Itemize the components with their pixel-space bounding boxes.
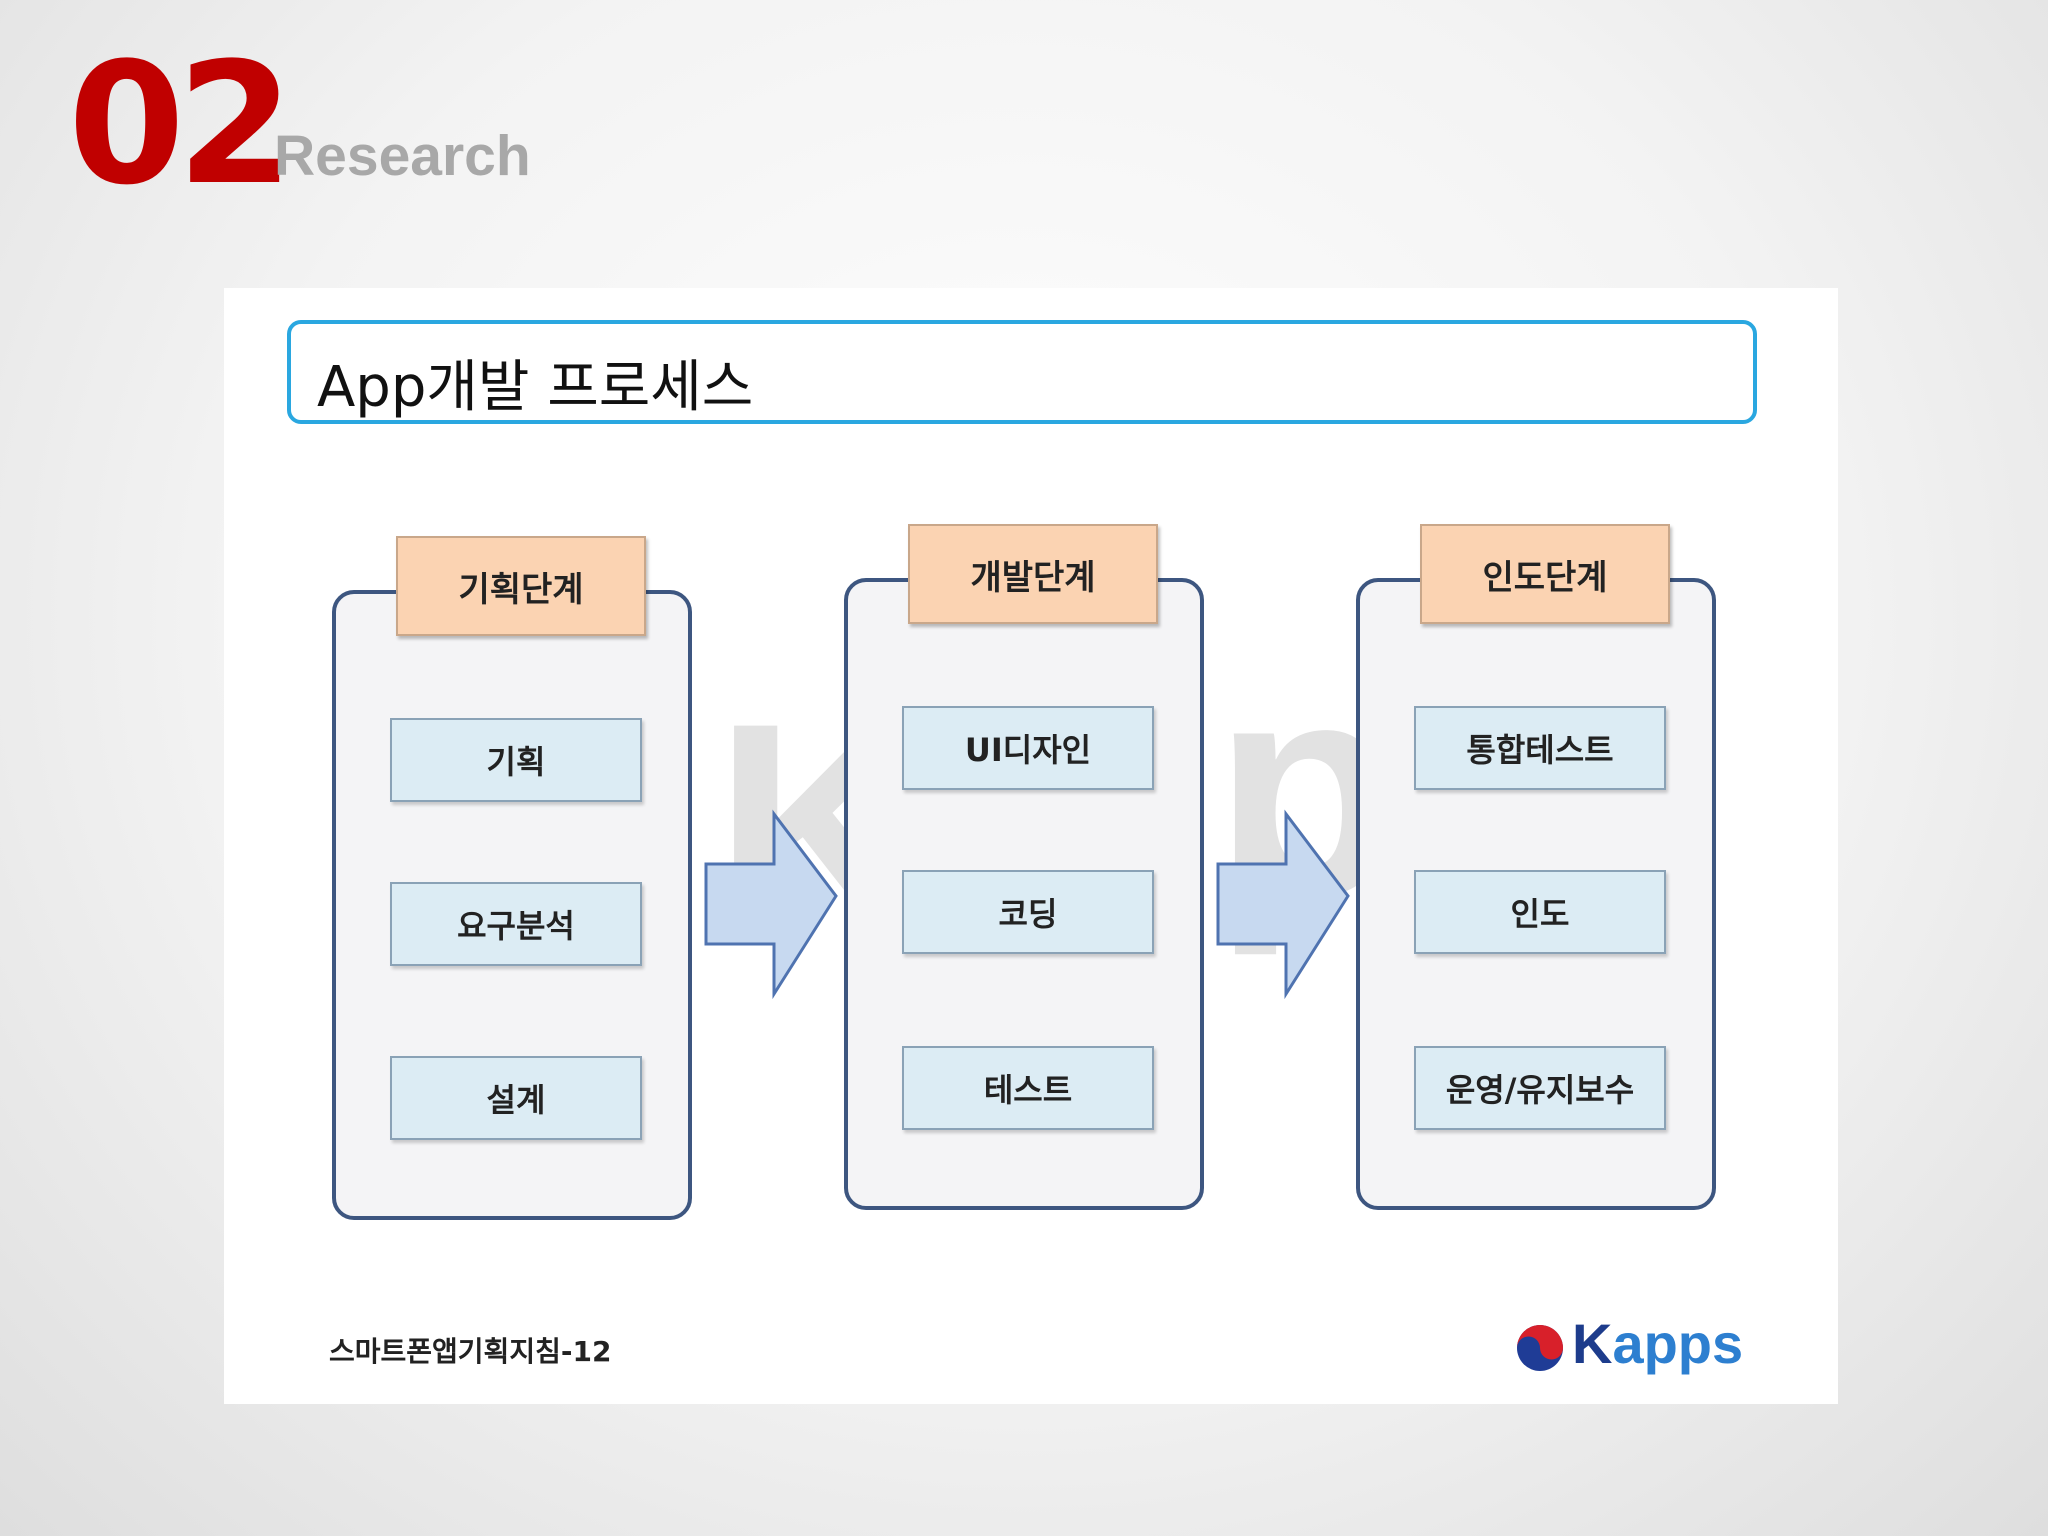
step-delivery: 인도 xyxy=(1414,870,1666,954)
slide-image: K p App개발 프로세스 기획단계 기획 요구분석 설계 개발단계 UI디자… xyxy=(224,288,1838,1404)
stage-header-planning: 기획단계 xyxy=(396,536,646,636)
step-ui-design: UI디자인 xyxy=(902,706,1154,790)
arrow-right-icon xyxy=(704,809,838,1000)
slide-title-bar: App개발 프로세스 xyxy=(287,320,1757,424)
taegeuk-icon xyxy=(1517,1325,1563,1371)
arrow-right-icon xyxy=(1216,809,1350,1000)
step-coding: 코딩 xyxy=(902,870,1154,954)
step-planning: 기획 xyxy=(390,718,642,802)
stage-header-development: 개발단계 xyxy=(908,524,1158,624)
slide-title: App개발 프로세스 xyxy=(317,355,754,420)
step-design: 설계 xyxy=(390,1056,642,1140)
section-title: Research xyxy=(274,124,531,188)
footer-text: 스마트폰앱기획지침-12 xyxy=(329,1335,612,1368)
section-number: 02 xyxy=(68,26,294,222)
step-testing: 테스트 xyxy=(902,1046,1154,1130)
step-operation-maintenance: 운영/유지보수 xyxy=(1414,1046,1666,1130)
logo-text: Kapps xyxy=(1572,1312,1744,1375)
step-requirements-analysis: 요구분석 xyxy=(390,882,642,966)
stage-header-delivery: 인도단계 xyxy=(1420,524,1670,624)
step-integration-test: 통합테스트 xyxy=(1414,706,1666,790)
